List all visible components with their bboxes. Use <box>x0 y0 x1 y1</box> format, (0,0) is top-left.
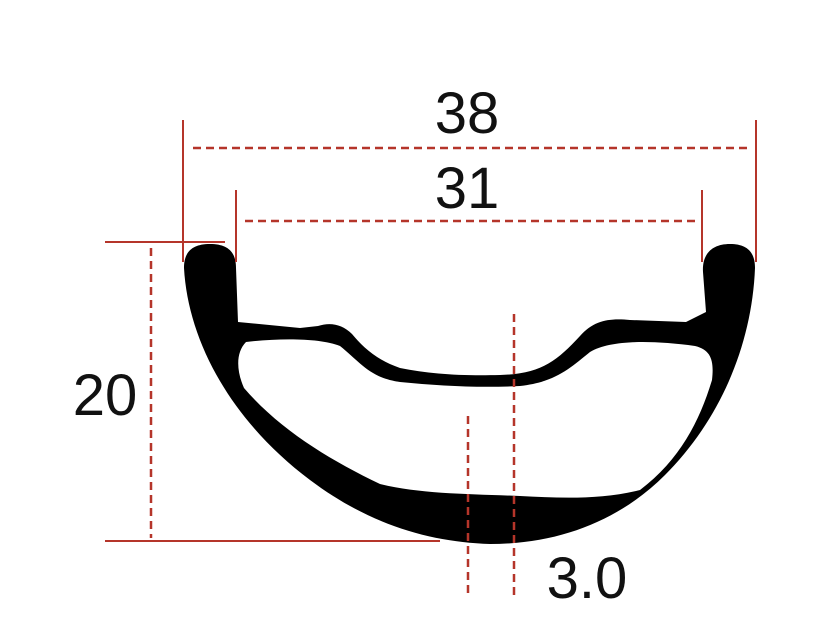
rim-profile <box>184 244 755 544</box>
inner-width-label: 31 <box>435 156 500 221</box>
depth-label: 20 <box>73 363 138 428</box>
outer-width-label: 38 <box>435 81 500 146</box>
wall-thickness-label: 3.0 <box>547 546 628 611</box>
